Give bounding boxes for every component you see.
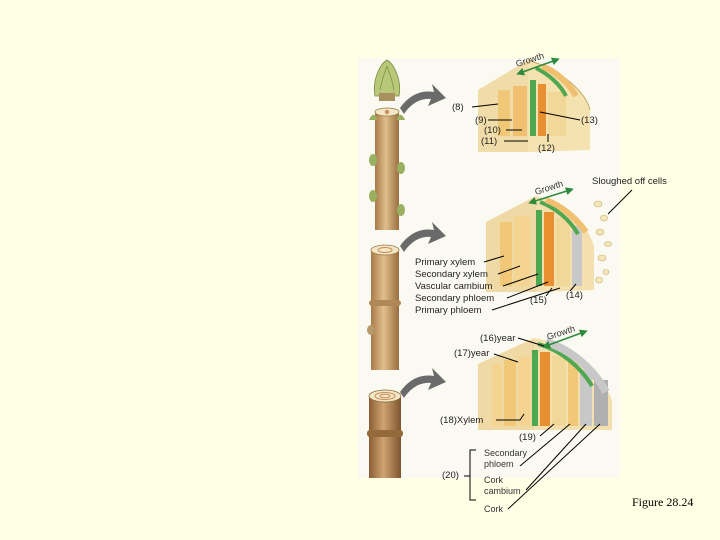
label-15: (15) bbox=[530, 295, 547, 306]
label-primary-xylem: Primary xylem bbox=[415, 257, 475, 268]
leader-line bbox=[519, 423, 571, 467]
sloughed-cells bbox=[593, 200, 612, 284]
label-9: (9) bbox=[475, 115, 487, 126]
label-18-xylem: (18)Xylem bbox=[440, 415, 483, 426]
second-year-section-diagram bbox=[486, 196, 612, 292]
second-year-stem bbox=[371, 250, 399, 370]
label-cork: Cork bbox=[484, 504, 504, 514]
label-secondary-phloem-line1: Secondary bbox=[484, 448, 528, 458]
leader-line bbox=[545, 287, 553, 297]
label-16-year: (16)year bbox=[480, 333, 515, 344]
young-stem bbox=[375, 112, 399, 230]
label-primary-phloem: Primary phloem bbox=[415, 305, 482, 316]
label-14: (14) bbox=[566, 290, 583, 301]
leader-line bbox=[517, 337, 545, 347]
primary-section-diagram bbox=[478, 59, 591, 152]
label-sloughed-off-cells: Sloughed off cells bbox=[592, 176, 667, 187]
label-secondary-phloem: Secondary phloem bbox=[415, 293, 494, 304]
stem-column bbox=[367, 59, 405, 478]
label-secondary-phloem-line2: phloem bbox=[484, 459, 514, 469]
growth-arrow bbox=[528, 187, 574, 205]
label-cork-cambium-line1: Cork bbox=[484, 475, 504, 485]
leader-line bbox=[496, 413, 525, 421]
lateral-bud bbox=[397, 162, 405, 174]
leader-line bbox=[493, 353, 519, 363]
label-19: (19) bbox=[519, 432, 536, 443]
curved-arrow-icon bbox=[400, 222, 446, 252]
third-year-section-diagram bbox=[478, 338, 612, 430]
leader-line bbox=[525, 423, 587, 491]
leader-line bbox=[539, 423, 555, 437]
label-8: (8) bbox=[452, 102, 464, 113]
label-17-year: (17)year bbox=[454, 348, 489, 359]
figure-caption: Figure 28.24 bbox=[632, 495, 694, 509]
leader-line bbox=[471, 103, 499, 108]
label-10: (10) bbox=[484, 125, 501, 136]
lateral-bud bbox=[397, 204, 405, 216]
label-13: (13) bbox=[581, 115, 598, 126]
leader-line bbox=[483, 255, 505, 263]
lateral-bud bbox=[369, 190, 377, 202]
bracket bbox=[469, 449, 476, 501]
label-cork-cambium-line2: cambium bbox=[484, 486, 521, 496]
label-secondary-xylem: Secondary xylem bbox=[415, 269, 488, 280]
second-year-cross-section bbox=[370, 244, 400, 256]
leader-line bbox=[497, 265, 521, 275]
growth-arrow bbox=[516, 57, 560, 76]
label-vascular-cambium: Vascular cambium bbox=[415, 281, 493, 292]
leader-line bbox=[569, 283, 577, 292]
third-year-cross-section bbox=[368, 389, 402, 403]
leader-line bbox=[507, 423, 601, 510]
curved-arrow-icon bbox=[400, 368, 446, 398]
leader-line bbox=[502, 273, 539, 287]
label-20: (20) bbox=[442, 470, 459, 481]
leader-line bbox=[607, 189, 633, 215]
label-12: (12) bbox=[538, 143, 555, 154]
growth-arrow bbox=[542, 329, 588, 349]
label-11: (11) bbox=[481, 136, 497, 147]
leader-line bbox=[506, 281, 549, 299]
curved-arrow-icon bbox=[400, 84, 446, 114]
bud-base bbox=[379, 93, 395, 101]
leader-line bbox=[539, 111, 581, 121]
lateral-bud bbox=[369, 154, 377, 166]
